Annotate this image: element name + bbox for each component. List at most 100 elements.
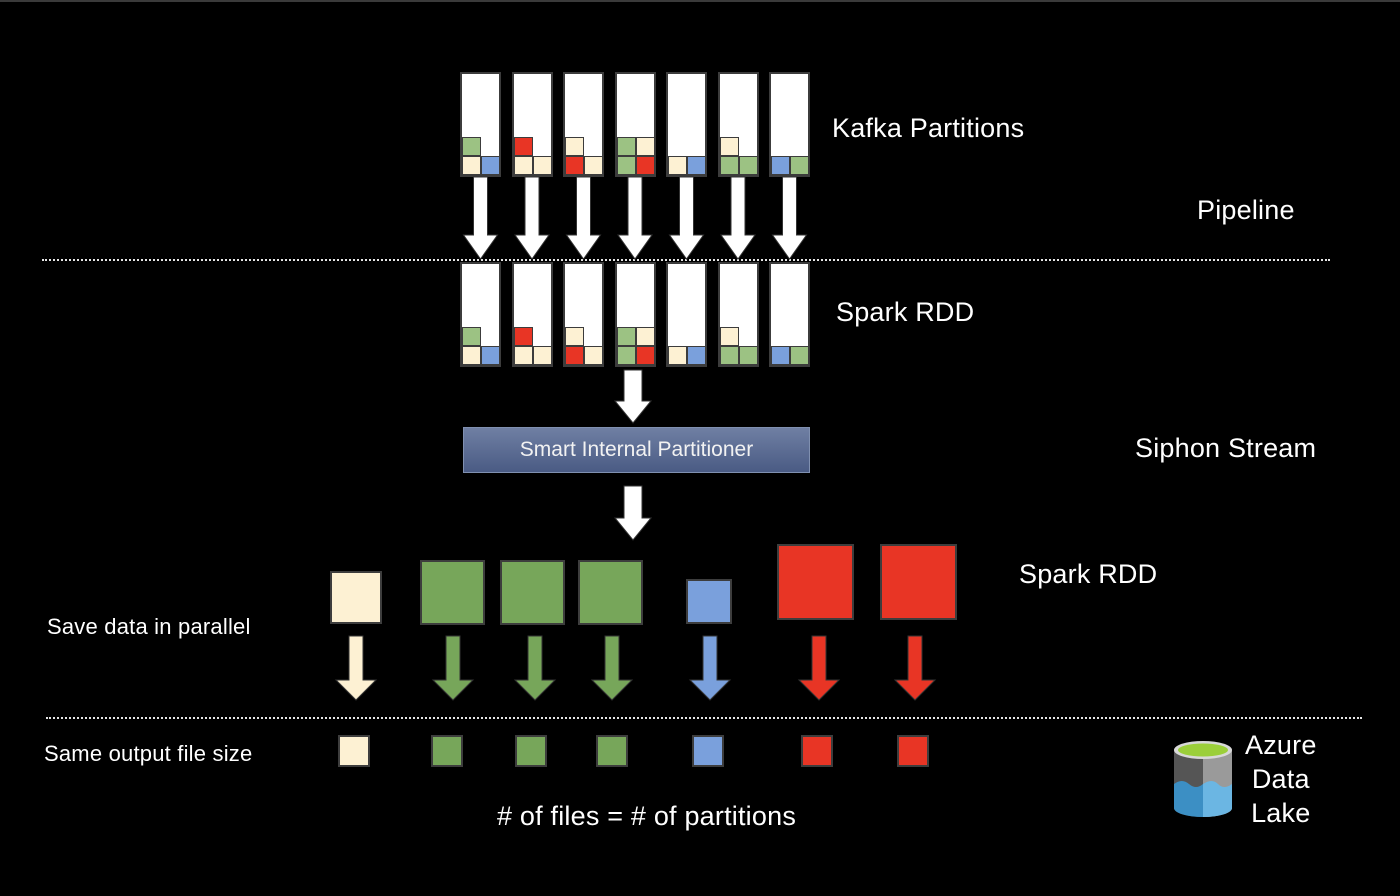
record-cell <box>532 346 552 365</box>
record-cell <box>584 156 603 175</box>
spark-rdd-partition <box>717 262 759 367</box>
record-cell <box>481 156 500 175</box>
record-cell <box>565 327 584 346</box>
record-cell <box>513 137 533 156</box>
record-cell <box>616 156 636 175</box>
record-cell <box>565 137 584 156</box>
azure-label-line2: Data <box>1251 764 1310 794</box>
spark-rdd-partition <box>769 262 810 367</box>
record-cell <box>668 346 687 365</box>
spark-rdd-partition <box>614 262 656 367</box>
record-cell <box>738 346 758 365</box>
smart-partitioner-label: Smart Internal Partitioner <box>519 438 754 461</box>
output-separator <box>46 717 1362 719</box>
spark-rdd-bottom-label: Spark RDD <box>1019 559 1158 589</box>
record-cell <box>790 346 809 365</box>
record-cell <box>462 327 481 346</box>
record-cell <box>481 346 500 365</box>
record-cell <box>565 346 584 365</box>
output-block-red <box>880 544 957 620</box>
record-cell <box>616 346 636 365</box>
output-block-blue <box>686 579 732 624</box>
record-cell <box>462 137 481 156</box>
kafka-to-rdd-arrow-icon <box>462 176 499 260</box>
kafka-to-rdd-arrow-icon <box>617 176 653 260</box>
record-cell <box>635 137 655 156</box>
record-cell <box>635 346 655 365</box>
spark-rdd-top-label: Spark RDD <box>836 297 975 327</box>
record-cell <box>462 346 481 365</box>
output-block-red <box>777 544 854 620</box>
record-cell <box>532 156 552 175</box>
spark-rdd-partition <box>563 262 604 367</box>
record-cell <box>790 156 809 175</box>
save-arrow-icon <box>334 635 378 701</box>
azure-label-line3: Lake <box>1251 798 1311 828</box>
spark-rdd-partition <box>666 262 707 367</box>
kafka-to-rdd-arrow-icon <box>565 176 602 260</box>
output-file-green <box>596 735 628 767</box>
record-cell <box>719 327 739 346</box>
pipeline-label: Pipeline <box>1197 195 1295 225</box>
record-cell <box>719 346 739 365</box>
save-arrow-icon <box>431 635 475 701</box>
save-arrow-icon <box>688 635 732 701</box>
record-cell <box>687 156 706 175</box>
record-cell <box>719 156 739 175</box>
record-cell <box>513 327 533 346</box>
record-cell <box>668 156 687 175</box>
spark-rdd-partition <box>511 262 553 367</box>
output-file-blue <box>692 735 724 767</box>
record-cell <box>687 346 706 365</box>
files-equals-partitions-label: # of files = # of partitions <box>497 801 797 831</box>
same-file-size-label: Same output file size <box>44 741 253 766</box>
record-cell <box>635 327 655 346</box>
save-arrow-icon <box>513 635 557 701</box>
save-arrow-icon <box>797 635 841 701</box>
output-block-green <box>420 560 485 625</box>
kafka-partition <box>563 72 604 177</box>
smart-partitioner-box: Smart Internal Partitioner <box>463 427 810 473</box>
partitioner-to-blocks-arrow-icon <box>613 485 653 541</box>
kafka-to-rdd-arrow-icon <box>514 176 550 260</box>
record-cell <box>616 327 636 346</box>
rdd-to-partitioner-arrow-icon <box>613 369 653 424</box>
kafka-partition <box>511 72 553 177</box>
azure-data-lake-label: Azure Data Lake <box>1245 728 1317 830</box>
record-cell <box>719 137 739 156</box>
output-file-red <box>897 735 929 767</box>
siphon-stream-label: Siphon Stream <box>1135 433 1317 463</box>
record-cell <box>771 156 790 175</box>
record-cell <box>565 156 584 175</box>
save-arrow-icon <box>590 635 634 701</box>
top-border <box>0 0 1400 2</box>
record-cell <box>513 346 533 365</box>
output-file-red <box>801 735 833 767</box>
kafka-partition <box>614 72 656 177</box>
output-file-cream <box>338 735 370 767</box>
record-cell <box>771 346 790 365</box>
output-file-green <box>431 735 463 767</box>
record-cell <box>462 156 481 175</box>
spark-rdd-partition <box>460 262 501 367</box>
kafka-to-rdd-arrow-icon <box>720 176 756 260</box>
pipeline-separator <box>42 259 1330 261</box>
azure-label-line1: Azure <box>1245 730 1317 760</box>
output-block-green <box>500 560 565 625</box>
output-block-green <box>578 560 643 625</box>
kafka-partition <box>769 72 810 177</box>
save-parallel-label: Save data in parallel <box>47 614 251 639</box>
save-arrow-icon <box>893 635 937 701</box>
kafka-partition <box>666 72 707 177</box>
kafka-partition <box>460 72 501 177</box>
kafka-partitions-label: Kafka Partitions <box>832 113 1025 143</box>
kafka-to-rdd-arrow-icon <box>771 176 808 260</box>
record-cell <box>738 156 758 175</box>
kafka-to-rdd-arrow-icon <box>668 176 705 260</box>
kafka-partition <box>717 72 759 177</box>
azure-data-lake-icon <box>1174 741 1232 817</box>
record-cell <box>584 346 603 365</box>
record-cell <box>635 156 655 175</box>
output-file-green <box>515 735 547 767</box>
